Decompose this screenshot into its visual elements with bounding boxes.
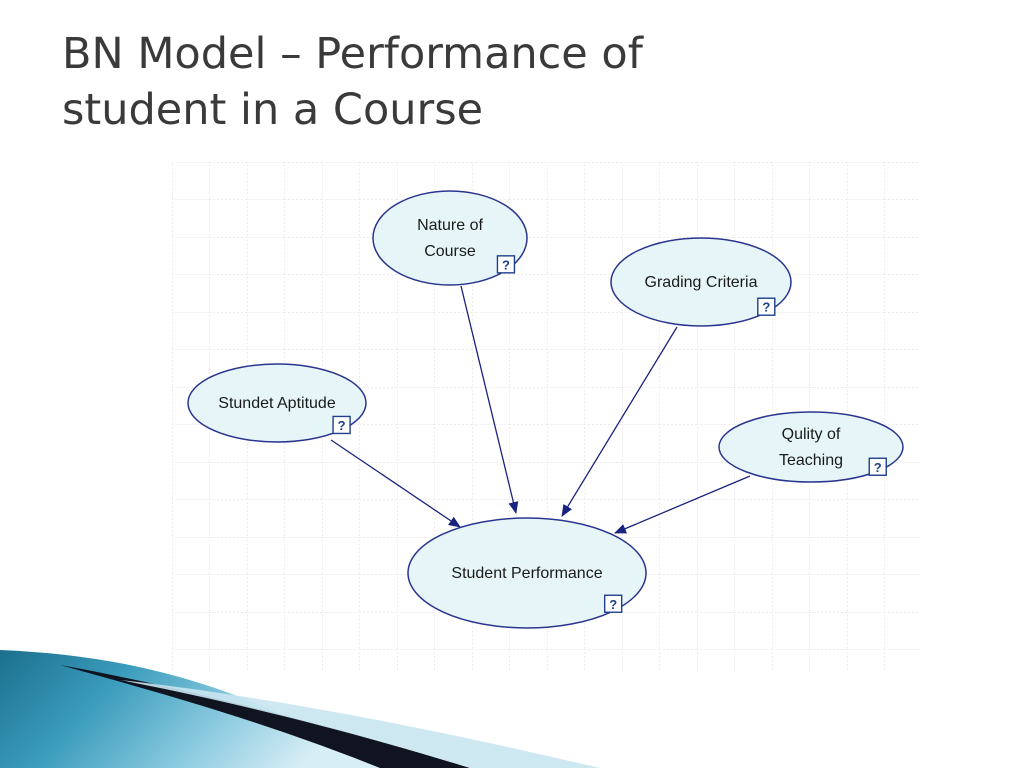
node-aptitude[interactable]: Stundet Aptitude? [187,363,367,443]
unknown-state-icon[interactable]: ? [868,457,887,476]
unknown-marker-text: ? [762,300,770,315]
node-label: Grading Criteria [645,274,758,291]
node-ellipse [407,517,647,629]
unknown-state-icon[interactable]: ? [757,297,776,316]
slide-title-line-2: student in a Course [62,85,484,135]
unknown-state-icon[interactable]: ? [332,415,351,435]
node-label: Qulity of [782,426,841,443]
node-ellipse [718,411,904,483]
unknown-marker-text: ? [338,418,346,433]
node-grading[interactable]: Grading Criteria? [610,237,792,327]
node-label: Student Performance [451,565,602,582]
node-teaching[interactable]: Qulity of Teaching? [718,411,904,483]
node-label: Teaching [779,452,843,469]
node-ellipse [372,190,528,286]
slide-title: BN Model – Performance of student in a C… [62,26,962,138]
edge-grading-to-performance [561,326,678,517]
edge-teaching-to-performance [614,475,751,534]
edge-aptitude-to-performance [330,439,461,528]
unknown-state-icon[interactable]: ? [496,255,516,274]
slide-title-line-1: BN Model – Performance of [62,29,643,79]
unknown-marker-text: ? [609,597,617,612]
node-label: Course [424,243,476,260]
node-label: Stundet Aptitude [218,395,336,412]
node-ellipse [610,237,792,327]
edge-nature-to-performance [460,285,519,514]
node-ellipse [187,363,367,443]
node-label: Nature of [417,217,483,234]
unknown-state-icon[interactable]: ? [603,594,623,613]
node-performance[interactable]: Student Performance? [407,517,647,629]
edges-layer [330,285,751,534]
unknown-marker-text: ? [874,460,882,475]
node-nature[interactable]: Nature of Course? [372,190,528,286]
unknown-marker-text: ? [502,257,510,272]
